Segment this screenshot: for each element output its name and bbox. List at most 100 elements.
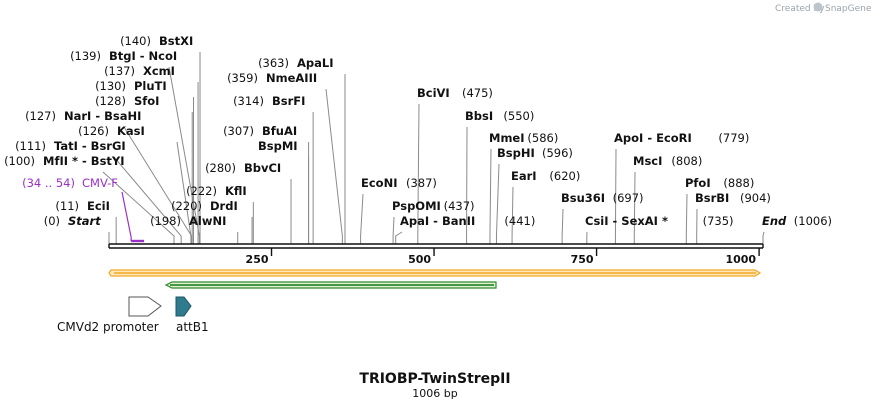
kasi-site-label[interactable]: KasI (117, 124, 145, 138)
snapgene-logo-icon (813, 2, 823, 12)
attb1-label: attB1 (176, 320, 209, 334)
attb1-feature[interactable] (175, 296, 192, 317)
apai-banii-site-label[interactable]: ApaI - BanII (400, 214, 475, 228)
msci-site-label[interactable]: MscI (633, 154, 662, 168)
orf-track-orange[interactable] (108, 269, 762, 277)
tati-bsrgi-site-label[interactable]: TatI - BsrGI (54, 139, 126, 153)
bsrfi-site-label[interactable]: BsrFI (272, 94, 305, 108)
pluti-site-label[interactable]: PluTI (134, 79, 167, 93)
bspmi-site-label[interactable]: BspMI (258, 139, 298, 153)
created-by-text: Created by (775, 4, 825, 14)
bsu36i-site-label[interactable]: Bsu36I (561, 191, 605, 205)
nari-bsahi-site-label[interactable]: NarI - BsaHI (64, 109, 141, 123)
nmeaiii-position: (359) (227, 71, 258, 85)
xcmi-position: (137) (104, 64, 135, 78)
btgi-ncoi-site-label[interactable]: BtgI - NcoI (109, 49, 177, 63)
bsphi-site-label[interactable]: BspHI (497, 146, 535, 160)
pluti-position: (130) (95, 79, 126, 93)
end-position: (1006) (794, 214, 832, 228)
bsrfi-position: (314) (233, 94, 264, 108)
kasi-position: (126) (78, 124, 109, 138)
tick-label-250: 250 (246, 253, 269, 266)
ecii-position: (11) (55, 199, 79, 213)
tati-bsrgi-leader (113, 156, 182, 244)
nmeaiii-site-label[interactable]: NmeAIII (266, 71, 317, 85)
map-title: TRIOBP-TwinStrepII (359, 371, 510, 387)
bsu36i-leader (561, 208, 564, 244)
bbvci-site-label[interactable]: BbvCI (244, 161, 281, 175)
pspomi-position: (437) (444, 199, 475, 213)
map-length: 1006 bp (412, 387, 457, 400)
nmeaiii-leader (325, 88, 343, 244)
bcivi-site-label[interactable]: BciVI (417, 86, 450, 100)
cmvd2-promoter-feature[interactable] (128, 296, 162, 317)
bsu36i-position: (697) (613, 191, 644, 205)
mmei-site-label[interactable]: MmeI (489, 131, 525, 145)
apoi-ecori-position: (779) (718, 131, 749, 145)
pspomi-leader (392, 216, 395, 244)
mfii-bstyi-position: (100) (4, 154, 35, 168)
eari-position: (620) (549, 169, 580, 183)
tick-label-750: 750 (571, 253, 594, 266)
cmvd2-promoter-label: CMVd2 promoter (57, 320, 159, 334)
pfoi-position: (888) (723, 176, 754, 190)
bcivi-position: (475) (462, 86, 493, 100)
sfoi-position: (128) (95, 94, 126, 108)
csii-sexai-site-label[interactable]: CsiI - SexAI * (585, 214, 668, 228)
mfii-bstyi-site-label[interactable]: MfII * - BstYI (43, 154, 125, 168)
brand-name: SnapGene (825, 4, 872, 14)
bsphi-position: (596) (542, 146, 573, 160)
eari-site-label[interactable]: EarI (511, 169, 537, 183)
tick-label-1000: 1000 (725, 253, 756, 266)
eari-leader (511, 186, 514, 244)
bsrbi-position: (904) (740, 191, 771, 205)
primer-range: (34 .. 54) (22, 176, 75, 190)
pfoi-leader (685, 193, 688, 244)
msci-position: (808) (671, 154, 702, 168)
bfuai-position: (307) (223, 124, 254, 138)
mmei-position: (586) (527, 131, 558, 145)
kfli-position: (222) (186, 184, 217, 198)
end-site-label[interactable]: End (762, 214, 787, 228)
bbsi-site-label[interactable]: BbsI (465, 109, 493, 123)
bstxi-position: (140) (120, 34, 151, 48)
alwni-position: (198) (150, 214, 181, 228)
apai-banii-leader (395, 231, 403, 244)
bcivi-leader (417, 103, 420, 244)
primer-leader (121, 191, 132, 241)
apali-position: (363) (258, 56, 289, 70)
sfoi-site-label[interactable]: SfoI (134, 94, 159, 108)
econi-leader (360, 193, 364, 244)
apoi-ecori-leader (614, 148, 617, 244)
drdi-site-label[interactable]: DrdI (210, 199, 238, 213)
apoi-ecori-site-label[interactable]: ApoI - EcoRI (614, 131, 692, 145)
bsrbi-site-label[interactable]: BsrBI (695, 191, 729, 205)
tati-bsrgi-position: (111) (15, 139, 46, 153)
btgi-ncoi-leader (168, 66, 200, 244)
ecii-site-label[interactable]: EciI (87, 199, 110, 213)
econi-site-label[interactable]: EcoNI (361, 176, 397, 190)
nari-bsahi-position: (127) (25, 109, 56, 123)
tick-label-500: 500 (408, 253, 431, 266)
start-site-label[interactable]: Start (68, 214, 101, 228)
primer-name[interactable]: CMV-F (82, 176, 118, 190)
msci-leader (633, 171, 636, 244)
bbsi-position: (550) (503, 109, 534, 123)
end-leader (762, 231, 765, 244)
xcmi-site-label[interactable]: XcmI (143, 64, 175, 78)
bstxi-site-label[interactable]: BstXI (159, 34, 193, 48)
alwni-site-label[interactable]: AlwNI (189, 214, 226, 228)
bfuai-site-label[interactable]: BfuAI (262, 124, 297, 138)
econi-position: (387) (406, 176, 437, 190)
pfoi-site-label[interactable]: PfoI (685, 176, 711, 190)
nari-bsahi-leader (123, 126, 193, 244)
apai-banii-position: (441) (504, 214, 535, 228)
sequence-backbone (108, 243, 764, 249)
pspomi-site-label[interactable]: PspOMI (392, 199, 441, 213)
btgi-ncoi-position: (139) (70, 49, 101, 63)
orf-track-green[interactable] (164, 281, 497, 289)
apali-site-label[interactable]: ApaLI (297, 56, 334, 70)
kfli-site-label[interactable]: KflI (225, 184, 247, 198)
bsphi-leader (495, 163, 500, 244)
